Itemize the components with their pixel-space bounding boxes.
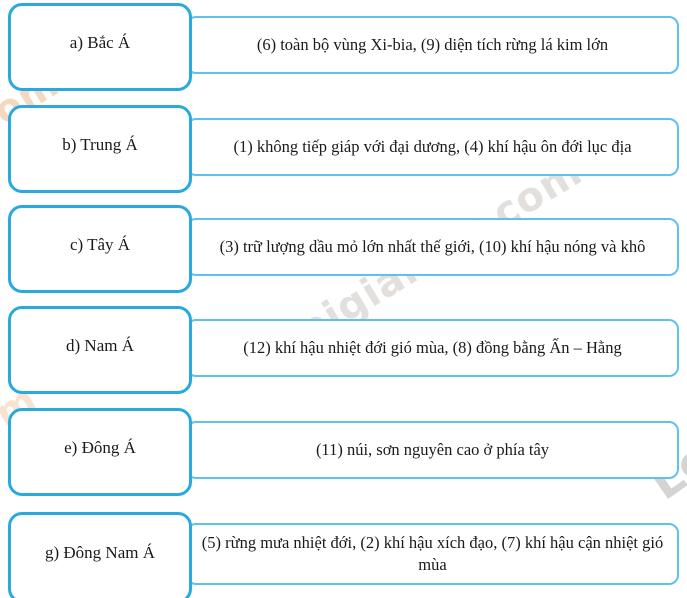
region-box: a) Bắc Á [8, 3, 192, 91]
region-box: e) Đông Á [8, 408, 192, 496]
description-text: (12) khí hậu nhiệt đới gió mùa, (8) đồng… [243, 337, 622, 357]
region-box: d) Nam Á [8, 306, 192, 394]
region-label: d) Nam Á [66, 335, 134, 355]
region-label: g) Đông Nam Á [44, 543, 155, 562]
description-box: (12) khí hậu nhiệt đới gió mùa, (8) đồng… [186, 319, 679, 377]
region-box: g) Đông Nam Á [8, 512, 192, 598]
region-label: e) Đông Á [64, 437, 136, 457]
matching-row-east-asia: (11) núi, sơn nguyên cao ở phía tây e) Đ… [0, 408, 687, 496]
description-box: (6) toàn bộ vùng Xi-bia, (9) diện tích r… [186, 16, 679, 74]
description-box: (3) trữ lượng dầu mỏ lớn nhất thế giới, … [186, 218, 679, 276]
matching-row-central-asia: (1) không tiếp giáp với đại dương, (4) k… [0, 105, 687, 193]
description-text: (3) trữ lượng dầu mỏ lớn nhất thế giới, … [219, 236, 646, 256]
region-label: b) Trung Á [62, 134, 138, 154]
matching-row-north-asia: (6) toàn bộ vùng Xi-bia, (9) diện tích r… [0, 3, 687, 91]
description-text: (5) rừng mưa nhiệt đới, (2) khí hậu xích… [201, 532, 664, 574]
description-box: (11) núi, sơn nguyên cao ở phía tây [186, 421, 679, 479]
matching-row-southeast-asia: (5) rừng mưa nhiệt đới, (2) khí hậu xích… [0, 512, 687, 598]
region-box: b) Trung Á [8, 105, 192, 193]
description-text: (11) núi, sơn nguyên cao ở phía tây [315, 439, 550, 459]
description-box: (1) không tiếp giáp với đại dương, (4) k… [186, 118, 679, 176]
matching-row-west-asia: (3) trữ lượng dầu mỏ lớn nhất thế giới, … [0, 205, 687, 293]
description-box: (5) rừng mưa nhiệt đới, (2) khí hậu xích… [186, 523, 679, 585]
region-label: c) Tây Á [69, 234, 131, 254]
description-text: (6) toàn bộ vùng Xi-bia, (9) diện tích r… [256, 34, 609, 54]
matching-row-south-asia: (12) khí hậu nhiệt đới gió mùa, (8) đồng… [0, 306, 687, 394]
region-label: a) Bắc Á [69, 32, 131, 52]
region-box: c) Tây Á [8, 205, 192, 293]
description-text: (1) không tiếp giáp với đại dương, (4) k… [233, 136, 632, 156]
